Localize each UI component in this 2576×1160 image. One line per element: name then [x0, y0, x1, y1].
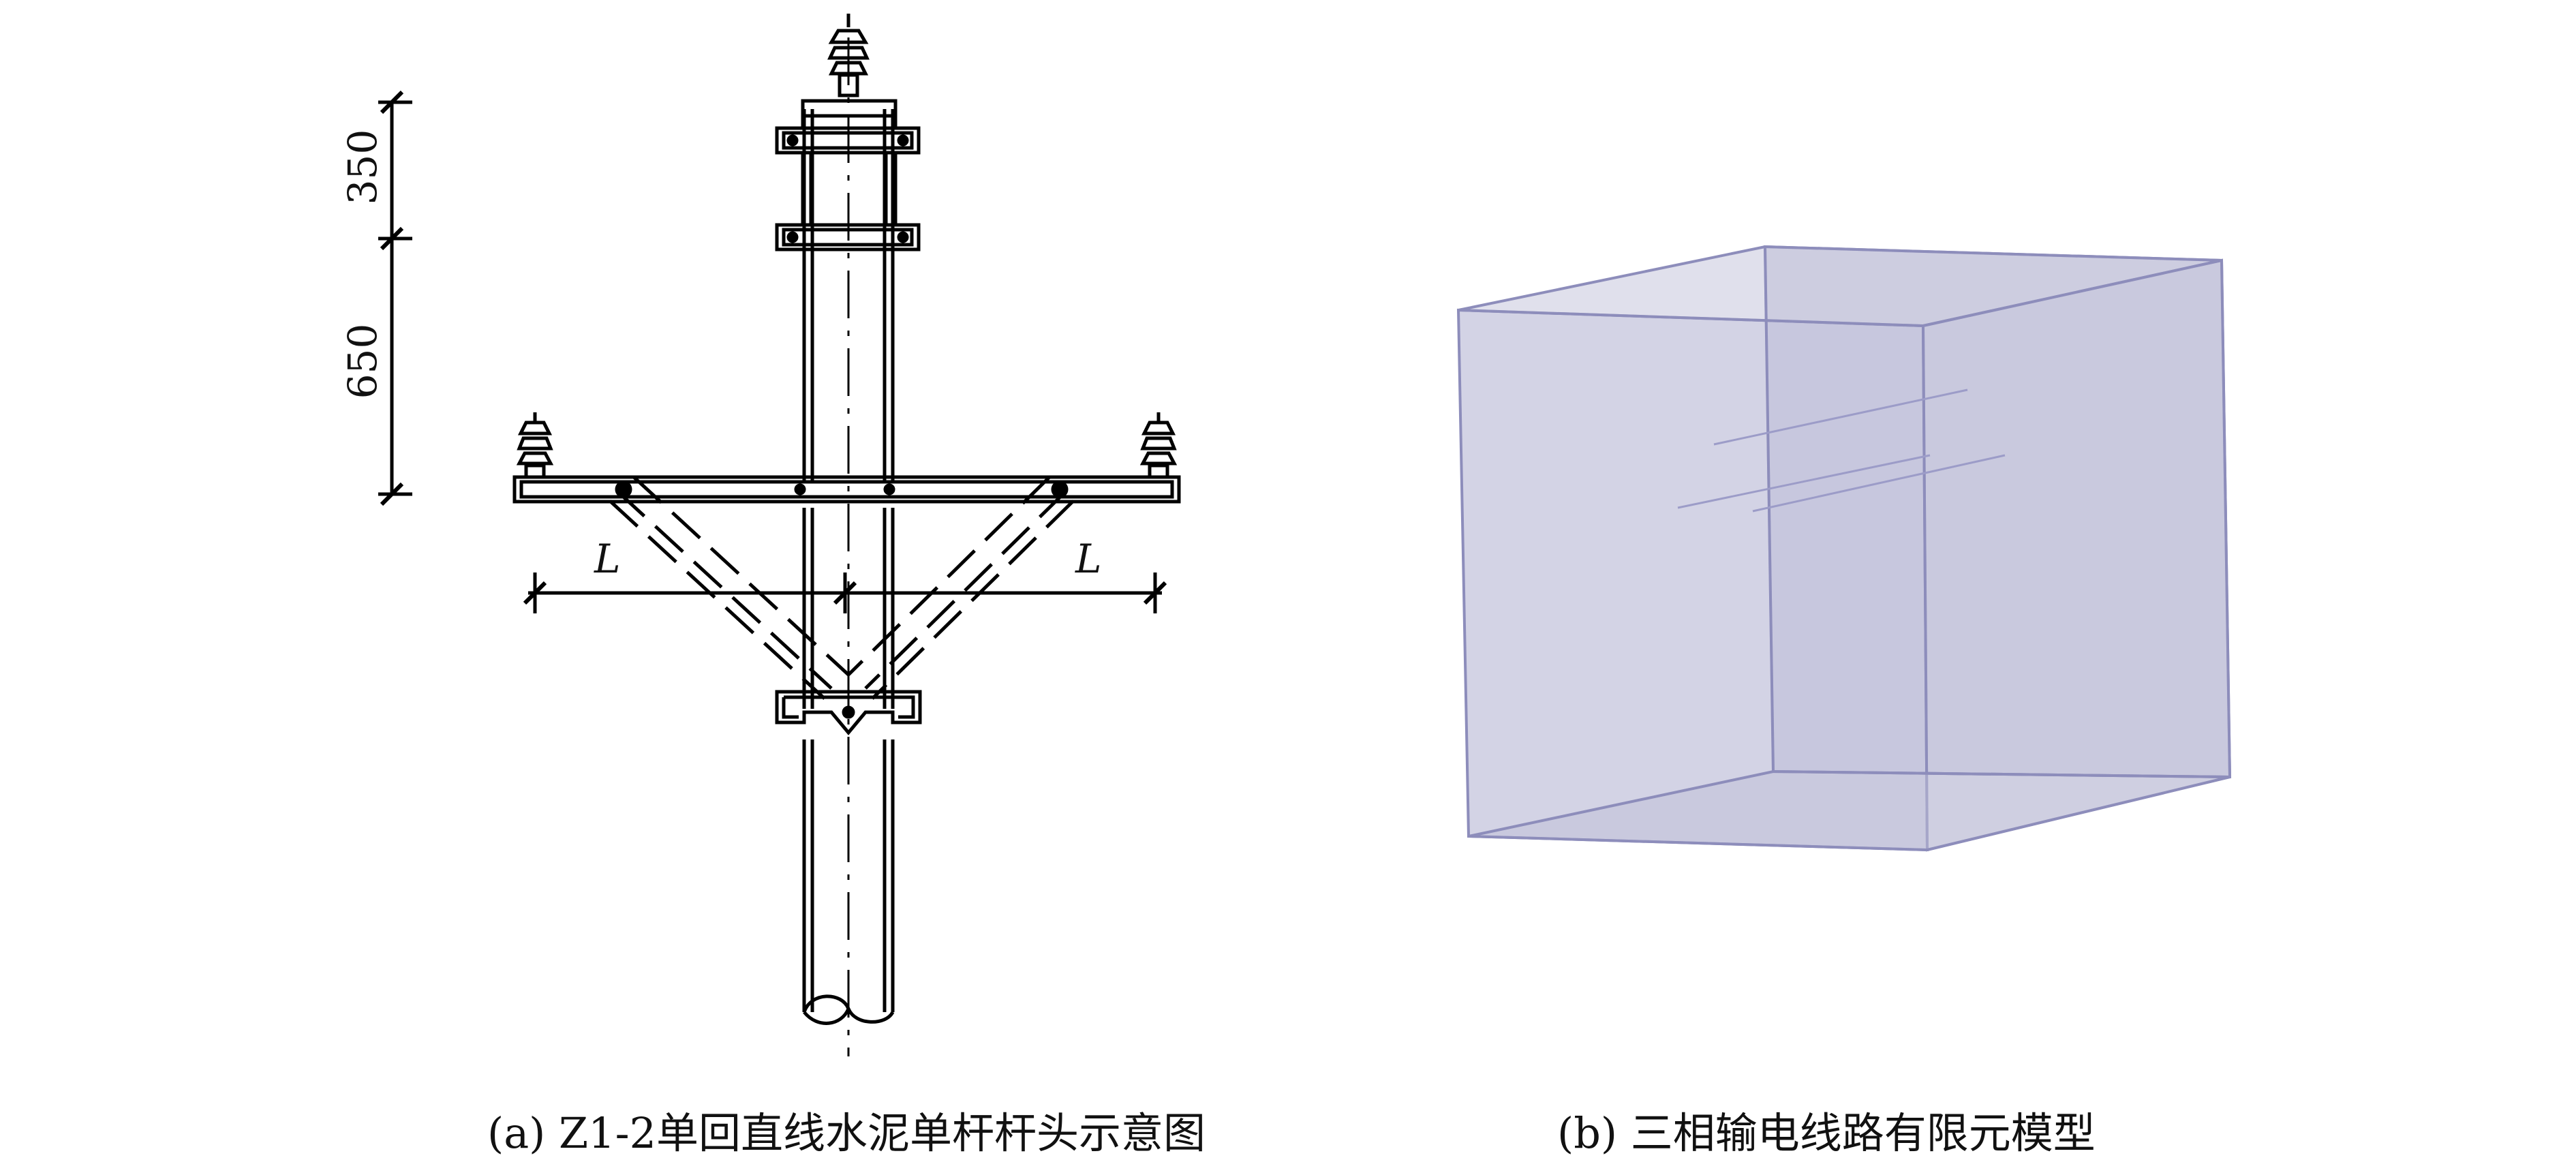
- pole-head-drawing: [378, 14, 1181, 1056]
- dimension-label-350: 350: [339, 129, 386, 205]
- dimension-label-650: 650: [339, 324, 386, 399]
- conductor-line-1: [1713, 388, 1968, 446]
- right-insulator: [1139, 412, 1178, 479]
- fe-model-box: [1456, 245, 2232, 852]
- left-insulator: [516, 412, 554, 479]
- upper-brackets: [775, 99, 921, 251]
- span-label-right: L: [1075, 536, 1102, 582]
- horizontal-dimension: [523, 573, 1167, 613]
- span-label-left: L: [594, 536, 621, 582]
- top-insulator: [827, 14, 870, 97]
- right-brace: [847, 476, 1075, 700]
- vertical-dimension: [378, 90, 412, 506]
- box-front-face: [1456, 308, 1929, 852]
- caption-figure-b: (b) 三相输电线路有限元模型: [1557, 1108, 2096, 1158]
- caption-figure-a: (a) Z1-2单回直线水泥单杆杆头示意图: [487, 1108, 1206, 1158]
- conductor-line-3: [1752, 454, 2006, 513]
- lower-clamp: [775, 690, 922, 735]
- pole-shaft: [802, 37, 895, 1056]
- crossarm: [512, 475, 1181, 504]
- conductor-line-2: [1677, 454, 1931, 509]
- left-brace: [609, 476, 850, 700]
- box-right-face: [1921, 258, 2232, 852]
